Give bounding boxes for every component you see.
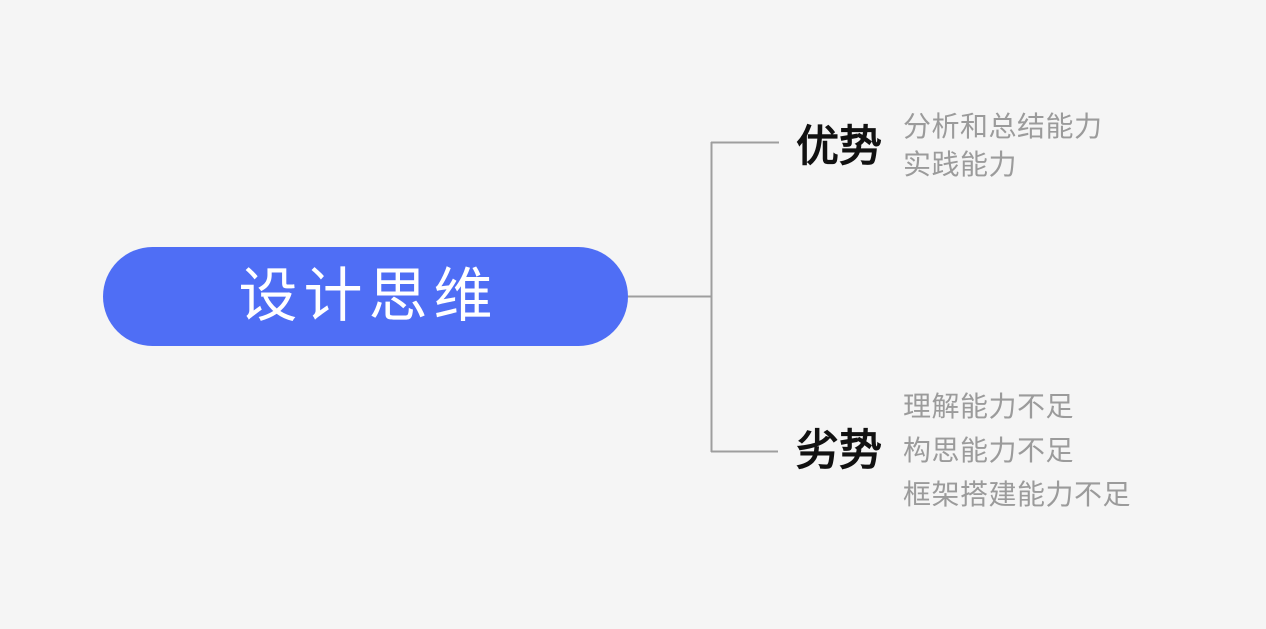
root-node-label: 设计思维 — [238, 263, 499, 329]
branch-items-advantages: 分析和总结能力 实践能力 — [903, 108, 1103, 184]
branch-title-advantages: 优势 — [796, 123, 882, 171]
branch-advantages[interactable]: 优势 分析和总结能力 实践能力 — [796, 110, 1103, 184]
leaf-item[interactable]: 实践能力 — [903, 149, 1018, 180]
branch-title-disadvantages: 劣势 — [796, 427, 882, 475]
branch-disadvantages[interactable]: 劣势 理解能力不足 构思能力不足 框架搭建能力不足 — [796, 385, 1131, 517]
leaf-item[interactable]: 理解能力不足 — [903, 391, 1075, 422]
root-node[interactable]: 设计思维 — [103, 247, 628, 346]
leaf-item[interactable]: 构思能力不足 — [903, 435, 1075, 466]
leaf-item[interactable]: 分析和总结能力 — [903, 111, 1103, 142]
leaf-item[interactable]: 框架搭建能力不足 — [903, 479, 1132, 510]
branch-items-disadvantages: 理解能力不足 构思能力不足 框架搭建能力不足 — [903, 385, 1131, 517]
